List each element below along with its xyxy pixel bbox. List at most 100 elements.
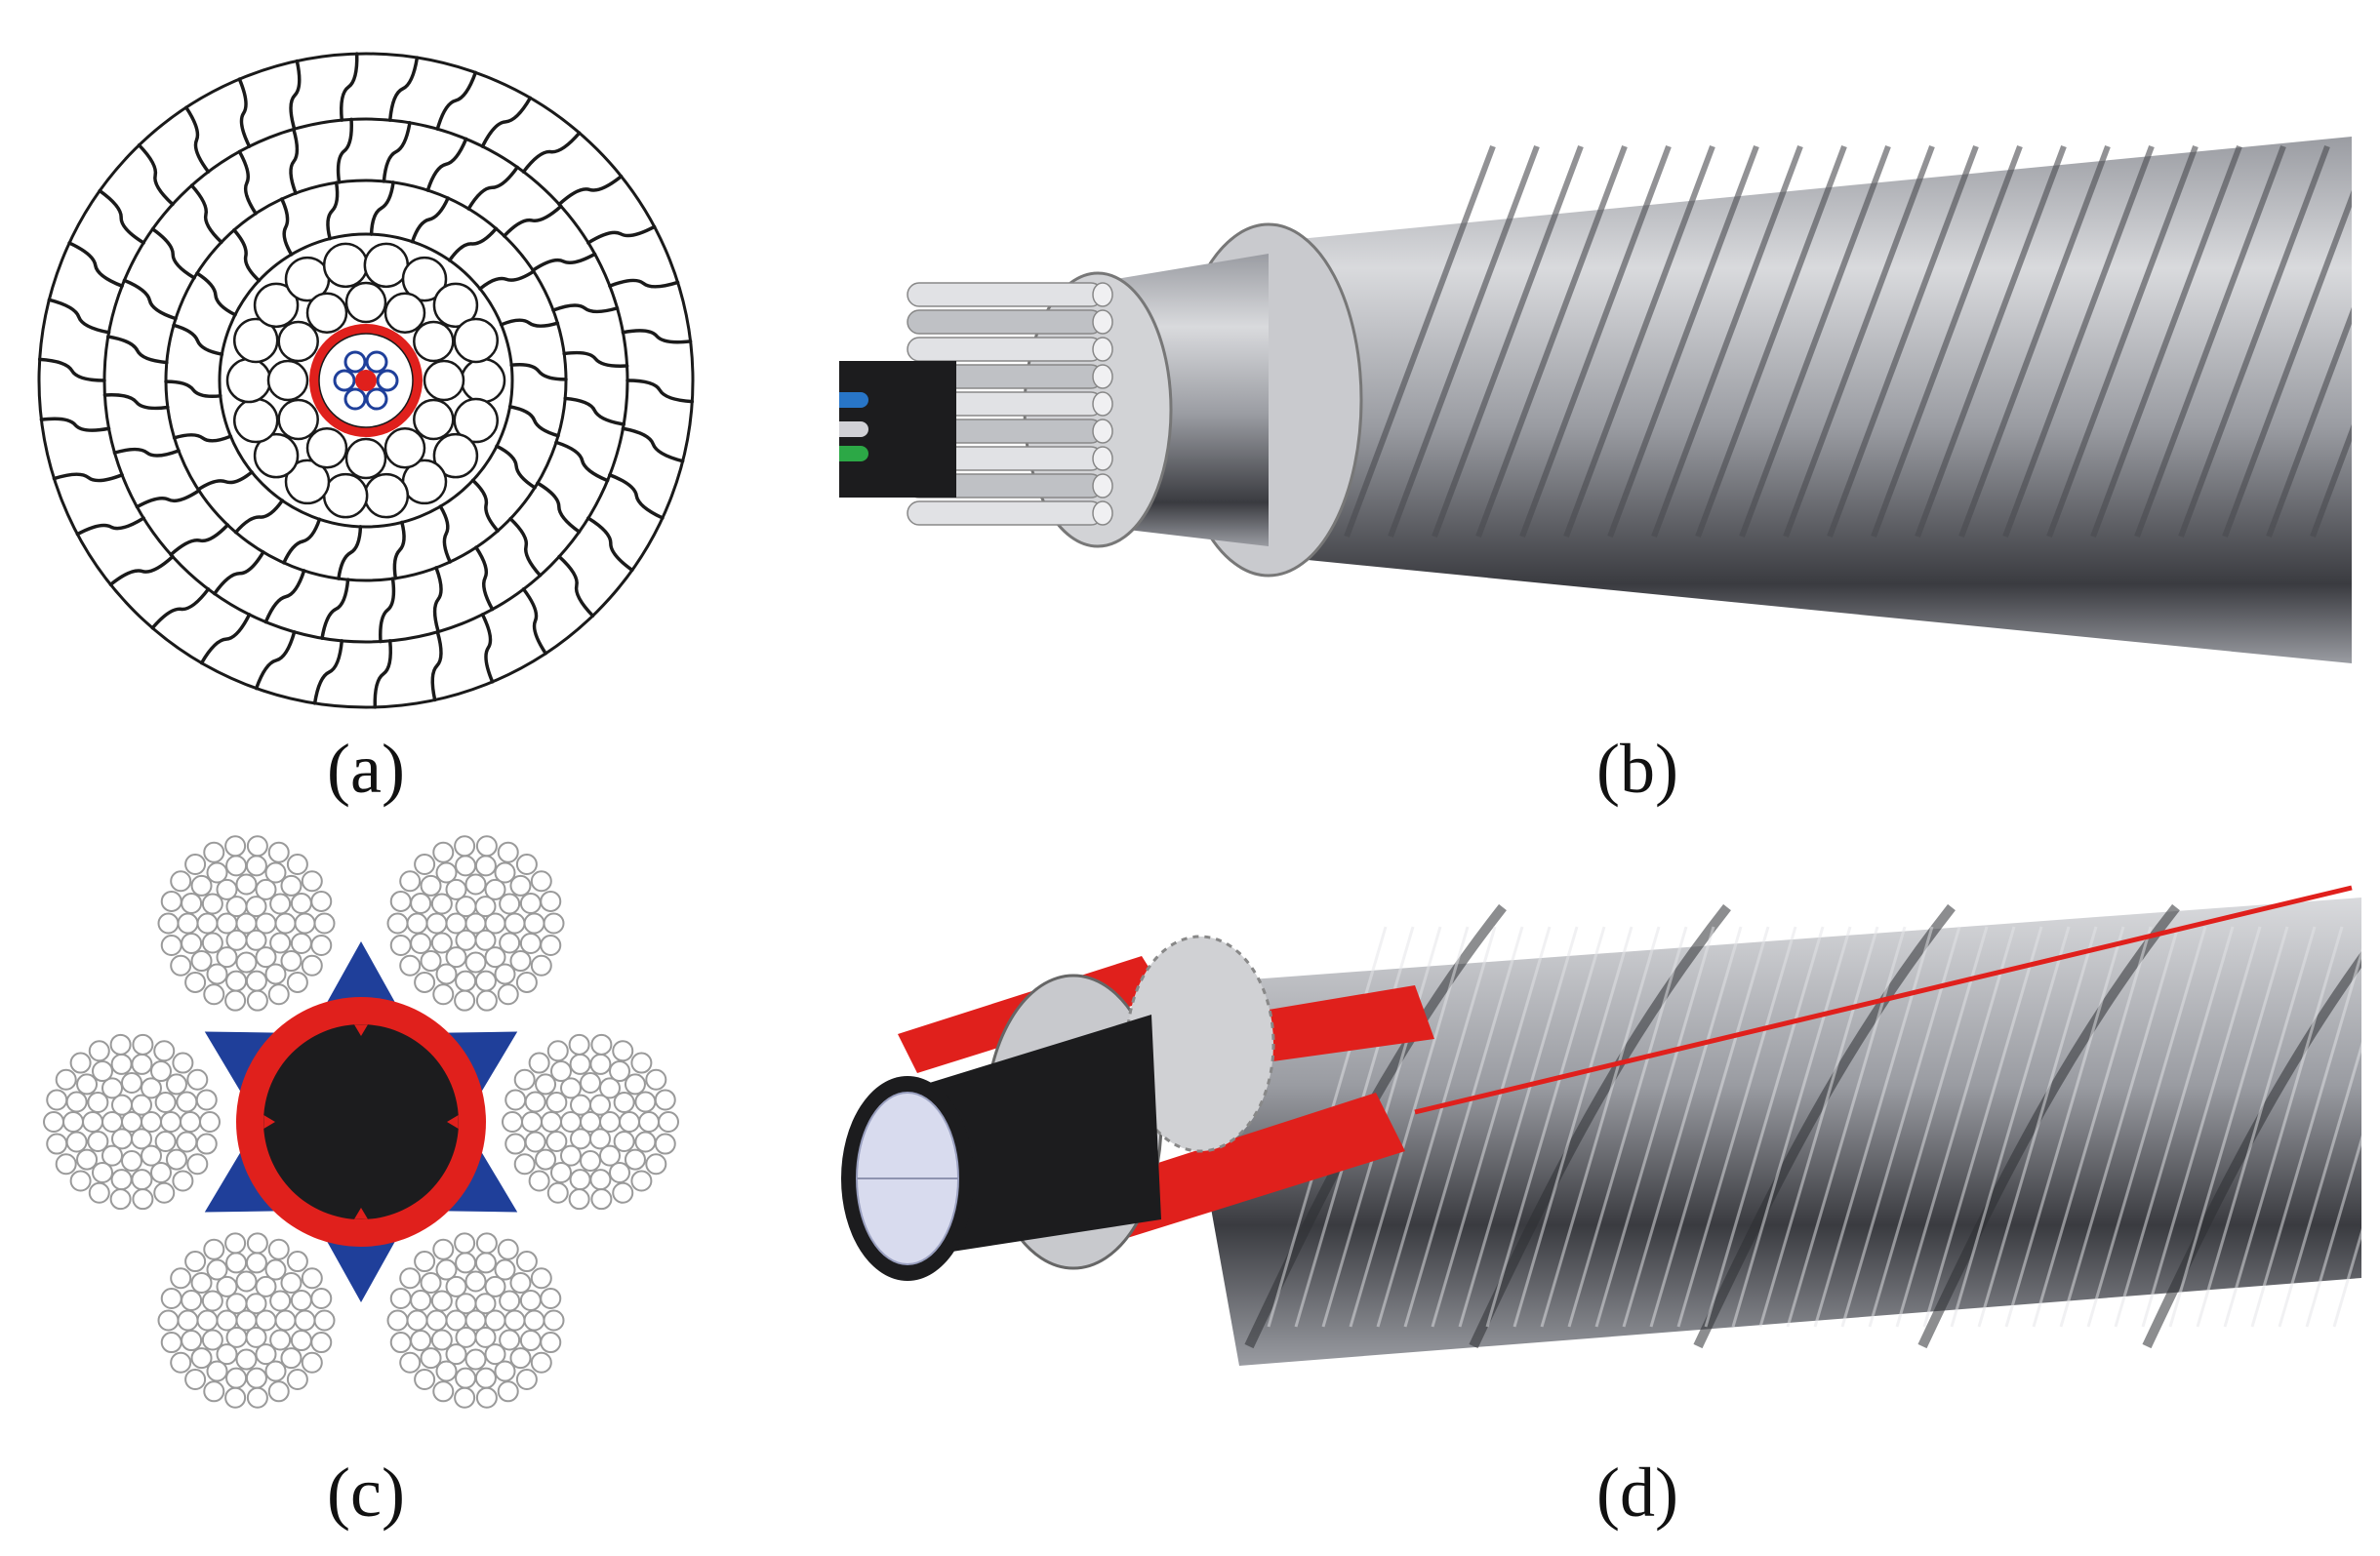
- strand-wire: [310, 1287, 333, 1309]
- strand-wire: [216, 1343, 238, 1366]
- round-wire: [401, 256, 448, 302]
- strand-wire: [430, 893, 453, 915]
- strand-wire: [509, 874, 532, 897]
- strand-wire: [69, 1052, 92, 1074]
- strand-wire: [225, 855, 248, 877]
- helical-wire-line: [1563, 144, 1715, 539]
- strand-wire: [497, 841, 519, 863]
- strand-wire: [540, 1287, 562, 1309]
- round-wire: [383, 427, 426, 469]
- strand-wire: [425, 912, 448, 935]
- strand-wire: [201, 893, 223, 915]
- strand-wire: [294, 912, 316, 935]
- z-wire-ring-boundary: [218, 232, 514, 529]
- round-wire-end: [1092, 473, 1113, 499]
- strand-wire: [484, 1343, 506, 1366]
- strand-wire: [153, 1181, 176, 1204]
- strand-wire-line: [1868, 926, 1989, 1328]
- strand-wire: [530, 1351, 552, 1374]
- strand-groove: [1917, 903, 2180, 1349]
- strand-wire: [224, 1232, 247, 1255]
- z-wire: [536, 481, 582, 534]
- z-wire: [189, 183, 223, 245]
- strand-wire: [264, 861, 287, 884]
- strand-wire: [435, 1258, 458, 1281]
- strand-wire: [634, 1131, 657, 1153]
- strand-wire: [455, 855, 477, 877]
- round-wire-end: [1092, 391, 1113, 417]
- z-wire: [499, 318, 560, 328]
- z-wire: [470, 478, 500, 533]
- strand-wire: [530, 870, 552, 893]
- round-wire-end: [1092, 337, 1113, 362]
- strand-wire: [435, 861, 458, 884]
- strand-wire: [550, 1060, 572, 1083]
- z-wire: [557, 554, 595, 618]
- strand-wire: [414, 971, 436, 993]
- round-wire-end: [1092, 500, 1113, 526]
- strand-wire: [430, 1290, 453, 1312]
- strand-wire-line: [1349, 926, 1470, 1328]
- strand-wire: [165, 1073, 187, 1096]
- optical-fiber: [365, 387, 388, 411]
- helical-wire-line: [2002, 144, 2155, 539]
- strand-wire: [111, 1128, 133, 1150]
- round-wire: [453, 397, 500, 444]
- helical-wire-line: [2310, 423, 2352, 539]
- strand-wire: [65, 1091, 88, 1113]
- strand-wire: [528, 1052, 550, 1074]
- strand-wire: [160, 1332, 182, 1354]
- outer-strand: [386, 1232, 565, 1409]
- strand-wire: [177, 912, 199, 935]
- round-wire: [432, 282, 479, 329]
- z-wire: [39, 417, 111, 432]
- z-wire: [608, 278, 680, 289]
- strand-wire: [310, 935, 333, 957]
- round-wire: [253, 282, 300, 329]
- strand-wire: [589, 1094, 611, 1116]
- strand-wire: [269, 1329, 292, 1351]
- round-wire-end: [1092, 364, 1113, 389]
- strand-wire-line: [2278, 1041, 2361, 1328]
- strand-wire: [246, 835, 268, 858]
- strand-wire: [280, 874, 303, 897]
- strand-wire: [181, 933, 203, 955]
- z-wire: [280, 197, 294, 257]
- strand-wire: [301, 954, 323, 977]
- optical-fiber-tube: [839, 446, 868, 461]
- round-wire: [277, 320, 319, 363]
- z-wire: [430, 630, 443, 702]
- strand-wire: [389, 890, 412, 912]
- strand-wire: [255, 1343, 277, 1366]
- strand-wire: [519, 892, 542, 914]
- strand-wire: [290, 1330, 312, 1352]
- z-wire: [150, 227, 196, 280]
- z-wire: [112, 447, 181, 458]
- strand-wire: [290, 892, 312, 914]
- z-wire: [237, 77, 252, 148]
- z-wire: [392, 520, 406, 580]
- strand-wire: [515, 971, 538, 993]
- strand-wire: [255, 1275, 277, 1297]
- strand-wire: [43, 1111, 64, 1133]
- center-element: [355, 370, 377, 391]
- strand-wire: [294, 1309, 316, 1332]
- strand-wire: [509, 1347, 532, 1370]
- strand-wire: [246, 1386, 268, 1409]
- strand-wire: [454, 835, 476, 858]
- strand-wire: [290, 933, 312, 955]
- helical-wire-line: [1915, 144, 2067, 539]
- strand-wire: [110, 1053, 133, 1075]
- strand-wire: [76, 1073, 99, 1096]
- strand-wire: [165, 1148, 187, 1171]
- strand-wire: [389, 1332, 412, 1354]
- strand-wire: [454, 989, 476, 1012]
- strand-wire: [190, 1347, 213, 1370]
- strand-wire: [599, 1144, 621, 1167]
- round-wire: [277, 398, 319, 441]
- strand-wire: [82, 1111, 103, 1133]
- strand-wire: [131, 1169, 153, 1191]
- z-wire: [432, 566, 443, 634]
- z-wire: [480, 96, 533, 148]
- strand-wire: [196, 1309, 219, 1332]
